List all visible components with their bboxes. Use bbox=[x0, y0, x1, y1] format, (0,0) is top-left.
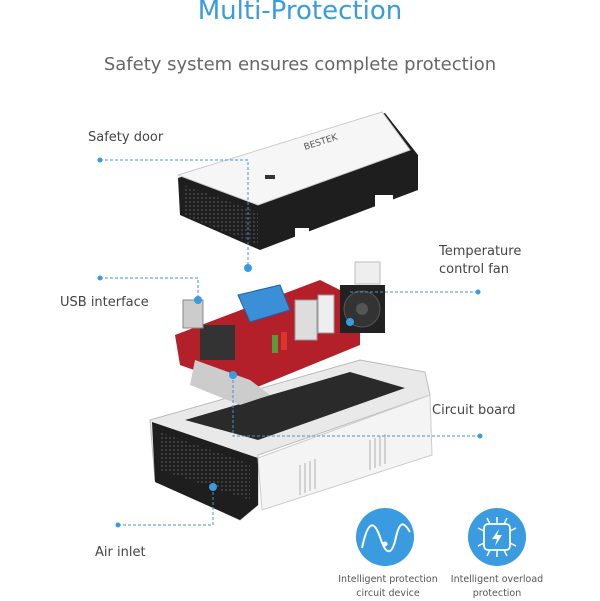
callout-usb-interface: USB interface bbox=[60, 295, 149, 310]
feature-line1: Intelligent protection bbox=[338, 574, 438, 585]
feature-protection-circuit: Intelligent protection circuit device bbox=[328, 573, 448, 601]
top-lid: BESTEK bbox=[176, 111, 418, 250]
chip-lightning-icon bbox=[468, 508, 526, 566]
feature-line1: Intelligent overload bbox=[450, 574, 544, 585]
feature-line2: circuit device bbox=[356, 588, 420, 599]
callout-safety-door: Safety door bbox=[88, 130, 164, 145]
callout-temperature-line1: Temperature bbox=[439, 244, 522, 259]
callout-air-inlet: Air inlet bbox=[95, 545, 146, 560]
circuit-board bbox=[175, 261, 385, 405]
callout-temperature-line2: control fan bbox=[439, 262, 509, 277]
leader-lines bbox=[100, 159, 480, 526]
callout-circuit-board: Circuit board bbox=[432, 403, 516, 418]
feature-overload-protection: Intelligent overload protection bbox=[437, 573, 557, 601]
page-title: Multi-Protection bbox=[197, 0, 403, 26]
sine-wave-icon bbox=[356, 508, 414, 566]
bottom-case bbox=[149, 359, 433, 521]
feature-line2: protection bbox=[472, 588, 522, 599]
leader-dots bbox=[97, 157, 483, 528]
page-subtitle: Safety system ensures complete protectio… bbox=[103, 54, 497, 75]
